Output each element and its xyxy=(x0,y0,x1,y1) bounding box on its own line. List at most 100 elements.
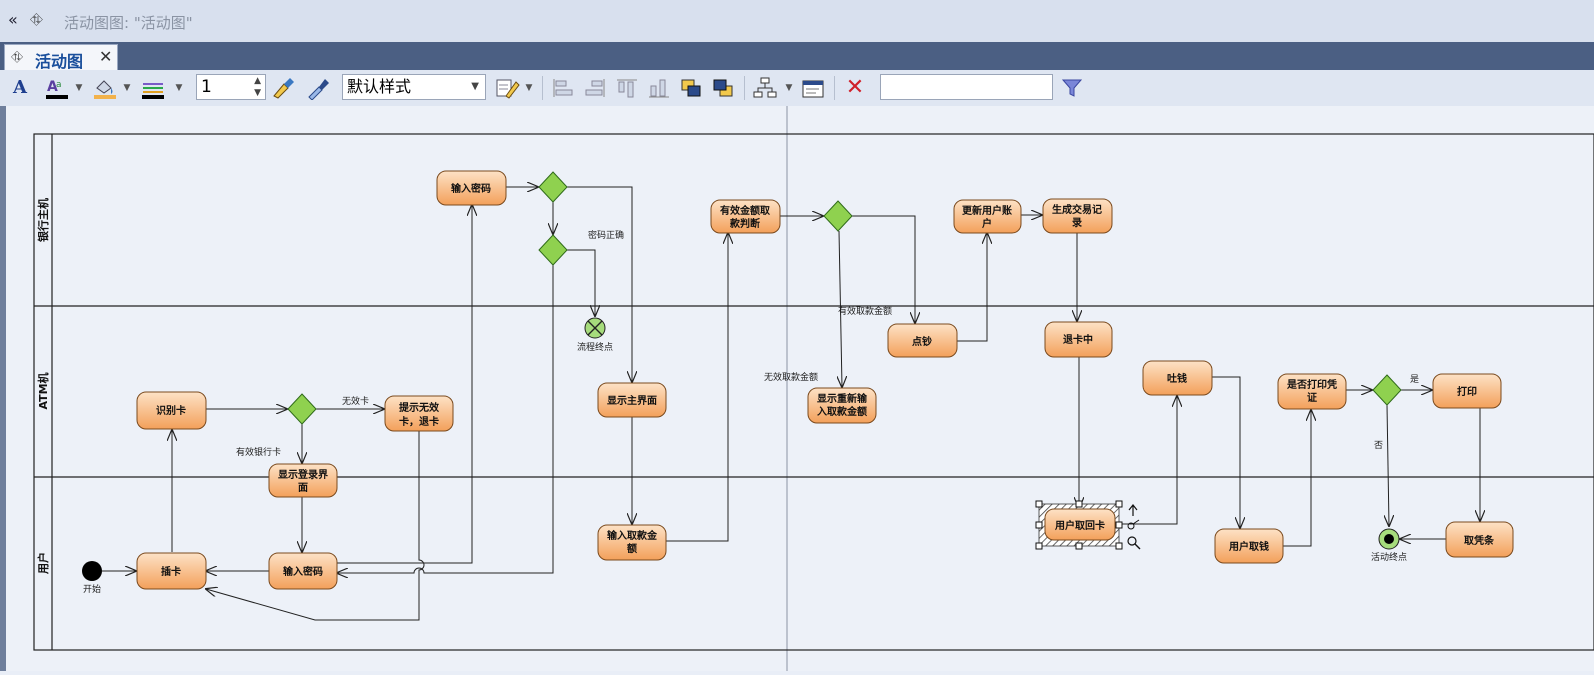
chevron-down-icon[interactable]: ▼ xyxy=(471,81,479,92)
tab-activity-diagram[interactable]: ⛗ 活动图 ✕ xyxy=(4,44,118,71)
align-left-icon[interactable] xyxy=(550,76,576,100)
resize-handle[interactable] xyxy=(1075,542,1083,550)
decision-pin-check[interactable] xyxy=(538,171,568,203)
window-title: 活动图图: "活动图" xyxy=(64,14,193,32)
resize-handle[interactable] xyxy=(1035,521,1043,529)
edge-invalid-return[interactable] xyxy=(206,431,425,621)
start-node[interactable] xyxy=(82,561,102,581)
edge-decision2-final[interactable] xyxy=(567,249,595,316)
action-label: 面 xyxy=(298,482,308,494)
delete-icon[interactable]: ✕ xyxy=(845,75,865,100)
font-icon[interactable]: A xyxy=(13,77,27,98)
activity-diagram[interactable]: 银行主机 ATM机 用户 xyxy=(0,106,1594,671)
align-bottom-icon[interactable] xyxy=(646,76,672,100)
send-to-back-icon[interactable] xyxy=(710,76,736,100)
align-top-icon[interactable] xyxy=(614,76,640,100)
chevron-down-icon[interactable]: ▼ xyxy=(123,83,131,93)
action-count-cash[interactable] xyxy=(887,323,958,358)
edit-style-glyph xyxy=(496,79,520,99)
style-dropdown[interactable]: 默认样式 ▼ xyxy=(342,74,486,100)
action-take-receipt[interactable] xyxy=(1445,521,1514,558)
action-eject-card[interactable] xyxy=(1044,321,1113,358)
action-bank-enter-pin[interactable] xyxy=(436,170,507,206)
action-reinput-amount[interactable] xyxy=(807,387,877,424)
action-dispense-cash[interactable] xyxy=(1142,360,1213,396)
lane-label-bank[interactable]: 银行主机 xyxy=(36,198,50,242)
line-color-icon[interactable] xyxy=(140,76,166,100)
zoom-icon[interactable] xyxy=(1127,536,1141,550)
search-input[interactable] xyxy=(880,74,1053,100)
fill-color-icon[interactable] xyxy=(92,76,118,100)
tab-label: 活动图 xyxy=(35,52,84,71)
decision-pin-retry[interactable] xyxy=(538,234,568,266)
action-label: 显示重新输 xyxy=(817,392,868,405)
edge-takecash-printq[interactable] xyxy=(1283,410,1311,547)
action-invalid-card[interactable] xyxy=(384,395,454,432)
resize-handle[interactable] xyxy=(1115,542,1123,550)
quick-link-arrow-icon[interactable] xyxy=(1128,504,1138,516)
diagram-properties-icon[interactable] xyxy=(800,76,826,100)
svg-text:A: A xyxy=(47,79,58,95)
action-print-question[interactable] xyxy=(1277,373,1347,410)
edge-pin-bank[interactable] xyxy=(337,205,472,564)
align-right-icon[interactable] xyxy=(582,76,608,100)
action-update-account[interactable] xyxy=(953,199,1022,234)
filter-icon[interactable] xyxy=(1060,76,1084,100)
resize-handle[interactable] xyxy=(1115,500,1123,508)
diagram-canvas[interactable]: 银行主机 ATM机 用户 xyxy=(0,106,1594,671)
decision-print[interactable] xyxy=(1372,374,1402,406)
bring-to-front-icon[interactable] xyxy=(678,76,704,100)
edge-takecard-dispense[interactable] xyxy=(1115,396,1177,525)
close-icon[interactable]: ✕ xyxy=(99,47,113,66)
eyedropper-icon[interactable] xyxy=(304,76,330,101)
chevron-down-icon[interactable]: ▼ xyxy=(175,83,183,93)
decision-card-valid[interactable] xyxy=(287,393,317,425)
selected-node-group[interactable] xyxy=(1035,500,1141,550)
flow-final-label: 流程终点 xyxy=(577,341,613,353)
collapse-panel-icon[interactable]: « xyxy=(8,10,18,29)
action-label: 识别卡 xyxy=(156,404,186,417)
action-label: 插卡 xyxy=(161,565,181,578)
lane-label-user[interactable]: 用户 xyxy=(36,552,50,574)
action-print[interactable] xyxy=(1432,373,1502,409)
quick-link-connector-icon[interactable] xyxy=(1127,522,1135,530)
action-insert-card[interactable] xyxy=(136,552,207,590)
format-painter-glyph xyxy=(273,78,294,99)
flow-final-node[interactable] xyxy=(584,317,606,339)
edge-invalid-amount[interactable] xyxy=(839,230,842,387)
resize-handle[interactable] xyxy=(1035,542,1043,550)
action-user-enter-pin[interactable] xyxy=(268,552,338,590)
edge-pin-correct[interactable] xyxy=(567,186,632,382)
chevron-down-icon[interactable]: ▼ xyxy=(785,83,793,93)
chevron-down-icon[interactable]: ▼ xyxy=(75,83,83,93)
action-take-card[interactable] xyxy=(1044,508,1116,541)
edge-valid-amount[interactable] xyxy=(852,215,915,323)
edge-decision-end[interactable] xyxy=(1387,404,1389,526)
action-valid-amount-check[interactable] xyxy=(710,199,781,234)
format-painter-icon[interactable] xyxy=(270,76,296,100)
edge-label-invalid-amount: 无效取款金额 xyxy=(764,371,818,383)
edge-amount-check[interactable] xyxy=(666,233,728,542)
line-width-input[interactable]: 1 ▲▼ xyxy=(196,74,266,100)
lane-label-atm[interactable]: ATM机 xyxy=(36,372,50,409)
action-take-cash[interactable] xyxy=(1214,528,1284,564)
spinner-icon[interactable]: ▲▼ xyxy=(254,76,261,98)
resize-handle[interactable] xyxy=(1075,500,1083,508)
action-show-login[interactable] xyxy=(268,463,338,498)
edge-retry-pin[interactable] xyxy=(337,265,554,573)
decision-amount-valid[interactable] xyxy=(823,200,853,232)
layout-diagram-icon[interactable] xyxy=(752,76,778,100)
activity-final-node[interactable] xyxy=(1378,528,1400,550)
edit-style-icon[interactable] xyxy=(494,76,520,100)
action-recognize-card[interactable] xyxy=(136,391,207,430)
edge-count-update[interactable] xyxy=(957,233,987,342)
action-input-amount[interactable] xyxy=(597,524,667,561)
action-show-main[interactable] xyxy=(597,382,667,418)
chevron-down-icon[interactable]: ▼ xyxy=(525,83,533,93)
action-generate-record[interactable] xyxy=(1042,198,1113,234)
resize-handle[interactable] xyxy=(1115,521,1123,529)
edge-dispense-takecash[interactable] xyxy=(1212,376,1240,528)
resize-handle[interactable] xyxy=(1035,500,1043,508)
eyedropper-glyph xyxy=(308,79,329,101)
